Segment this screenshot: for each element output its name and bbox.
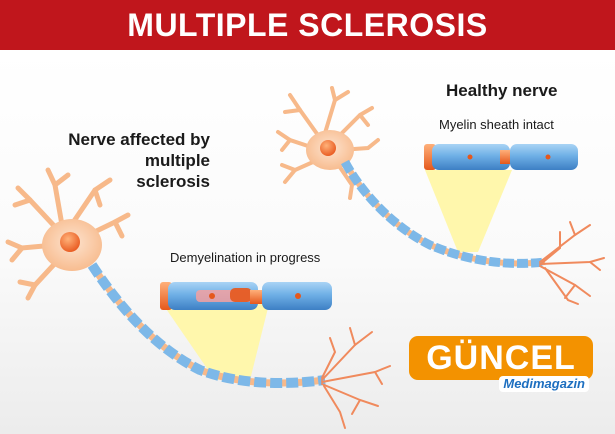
demyelination-label: Demyelination in progress [170, 250, 321, 265]
ms-nerve-label-line3: sclerosis [136, 172, 210, 191]
ms-nerve-label: Nerve affected by multiple sclerosis [40, 129, 210, 192]
ms-myelin-chain [87, 262, 326, 388]
logo-sub-text: Medimagazin [503, 376, 585, 391]
guncel-logo: GÜNCEL Medimagazin [409, 336, 593, 398]
ms-neuron [5, 167, 391, 429]
title-banner: MULTIPLE SCLEROSIS [0, 0, 615, 50]
ms-axon-terminals [321, 327, 391, 429]
page-title: MULTIPLE SCLEROSIS [127, 6, 488, 43]
healthy-nerve-label: Healthy nerve [446, 81, 558, 100]
healthy-axon-terminals [539, 221, 605, 305]
logo-sub-box: Medimagazin [499, 376, 589, 392]
logo-main-text: GÜNCEL [426, 338, 576, 377]
healthy-myelin-zoom [424, 144, 578, 170]
logo-box: GÜNCEL [409, 336, 593, 380]
ms-nerve-label-line1: Nerve affected by [68, 130, 210, 149]
healthy-dendrites [276, 86, 380, 200]
healthy-neuron [276, 86, 605, 305]
ms-zoom-cone [160, 300, 270, 380]
myelin-intact-label: Myelin sheath intact [439, 117, 554, 132]
healthy-zoom-cone [425, 170, 512, 252]
ms-nerve-label-line2: multiple [144, 151, 210, 170]
healthy-nucleus [320, 140, 336, 156]
ms-nucleus [60, 232, 80, 252]
healthy-myelin-chain [341, 159, 546, 268]
ms-myelin-zoom [160, 282, 332, 310]
